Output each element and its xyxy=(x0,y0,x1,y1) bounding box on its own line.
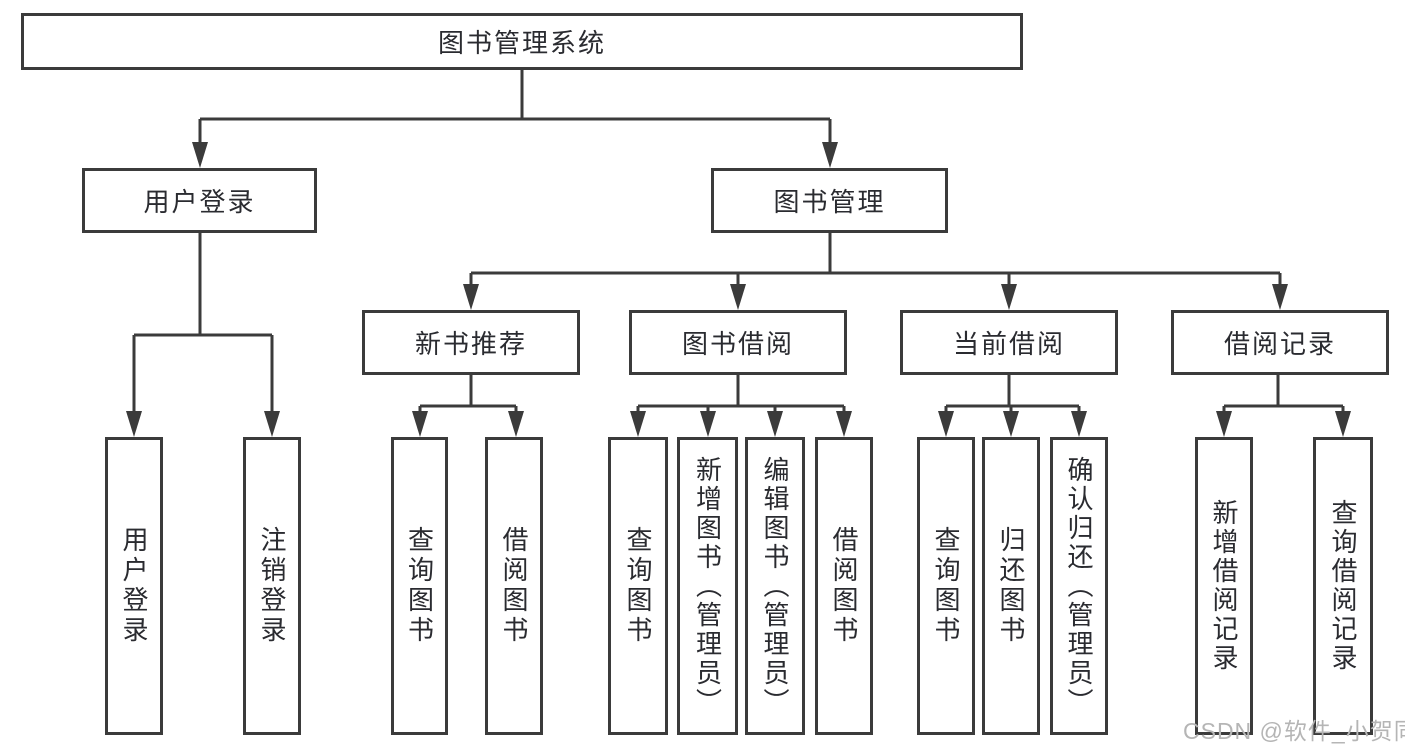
leaf-add-borrow-record: 新增借阅记录 xyxy=(1195,437,1253,735)
node-user-login: 用户登录 xyxy=(82,168,317,233)
node-current-borrowing: 当前借阅 xyxy=(900,310,1118,375)
leaf-query-books-borrow: 查询图书 xyxy=(608,437,668,735)
leaf-query-borrow-record: 查询借阅记录 xyxy=(1313,437,1373,735)
leaf-edit-books-admin: 编辑图书（管理员） xyxy=(745,437,805,735)
leaf-add-books-admin: 新增图书（管理员） xyxy=(677,437,738,735)
node-new-book-recommendation: 新书推荐 xyxy=(362,310,580,375)
node-borrowing-records: 借阅记录 xyxy=(1171,310,1389,375)
node-root-library-management-system: 图书管理系统 xyxy=(21,13,1023,70)
node-book-management: 图书管理 xyxy=(711,168,948,233)
leaf-user-login: 用户登录 xyxy=(105,437,163,735)
leaf-query-books-recommend: 查询图书 xyxy=(391,437,448,735)
leaf-borrow-books: 借阅图书 xyxy=(815,437,873,735)
node-book-borrowing: 图书借阅 xyxy=(629,310,847,375)
leaf-query-books-current: 查询图书 xyxy=(917,437,975,735)
leaf-borrow-books-recommend: 借阅图书 xyxy=(485,437,543,735)
csdn-watermark: CSDN @软件_小贺同学 xyxy=(1183,718,1405,744)
leaf-logout: 注销登录 xyxy=(243,437,301,735)
leaf-confirm-return-admin: 确认归还（管理员） xyxy=(1050,437,1108,735)
leaf-return-books: 归还图书 xyxy=(982,437,1040,735)
